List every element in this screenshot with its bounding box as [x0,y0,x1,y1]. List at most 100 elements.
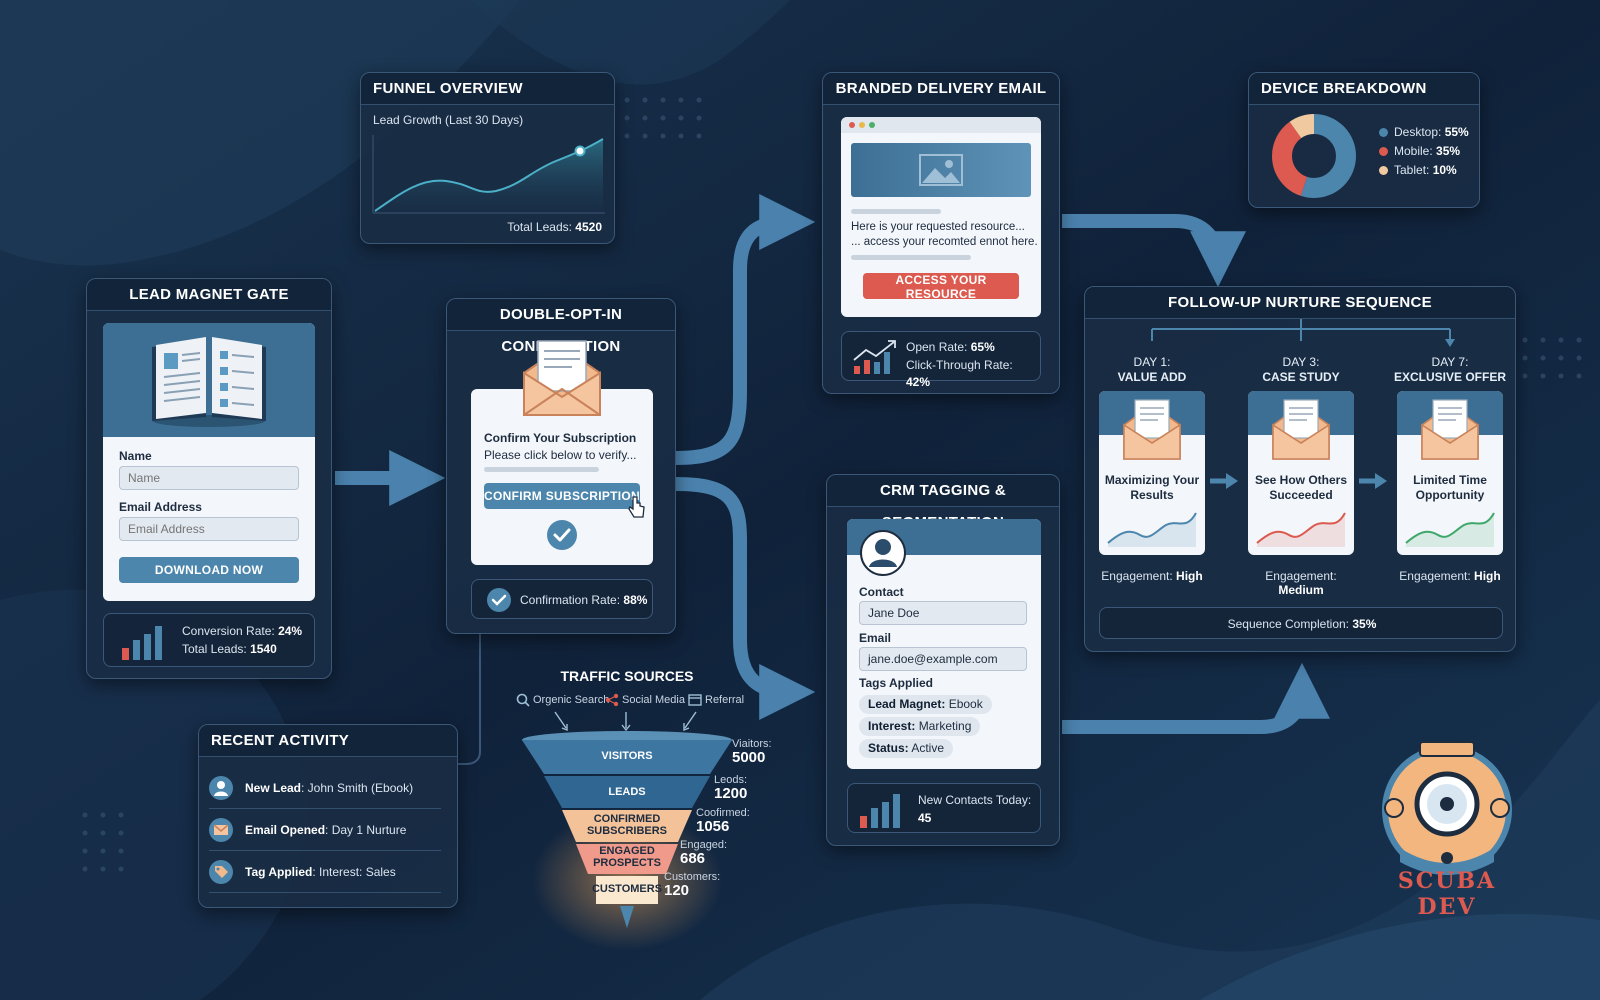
activity-type: Tag Applied [245,865,313,879]
legend-label: Tablet: [1394,163,1430,177]
lead-magnet-total: Total Leads: 1540 [182,642,277,656]
window-dot-red [849,122,855,128]
funnel-stage-label: Engaged: [680,839,728,851]
funnel-stage-value: 120 [664,882,690,899]
contact-label: Contact [859,585,904,599]
engagement-level: Engagement: Medium [1241,569,1361,597]
activity-type: New Lead [245,781,302,795]
conversion-funnel-graphic [522,731,732,950]
engagement-level: Engagement: High [1390,569,1510,583]
source-organic: Orgenic Search [533,694,610,706]
email-address-input[interactable] [119,517,299,541]
step-arrow-2 [1359,473,1387,489]
tag-key: Status: [868,741,909,755]
tags-applied-label: Tags Applied [859,676,934,690]
activity-item[interactable]: New Lead: John Smith (Ebook) [209,767,441,809]
tag-value: Active [911,741,945,755]
engagement-sparkline [1107,512,1197,547]
legend-value: 55% [1444,125,1469,139]
activity-item[interactable]: Tag Applied: Interest: Sales [209,851,441,893]
funnel-stage-value: 1200 [714,785,748,802]
confirm-subscription-button[interactable]: CONFIRM SUBSCRIPTION [484,483,640,509]
bar-chart-icon [860,794,900,828]
donut-slice-2 [1272,114,1356,198]
lead-magnet-conversion: Conversion Rate: 24% [182,624,303,638]
new-contacts-value: 45 [918,811,932,825]
card-title: Maximizing Your Results [1104,473,1200,502]
source-referral: Referral [705,694,745,706]
name-input[interactable] [119,466,299,490]
tag-icon [209,860,233,884]
access-resource-button[interactable]: ACCESS YOUR RESOURCE [863,273,1019,301]
engagement-sparkline [1405,512,1495,547]
tag-value: Marketing [918,719,972,733]
step-name: EXCLUSIVE OFFER [1393,370,1506,384]
download-now-button[interactable]: DOWNLOAD NOW [119,557,299,583]
scuba-dev-logo [1382,741,1512,875]
branded-email-title: BRANDED DELIVERY EMAIL [823,73,1059,105]
crm-tag[interactable]: Status: Active [859,739,954,758]
funnel-stage-metric: Coofirmed:1056 [696,807,750,834]
traffic-sources-title: TRAFFIC SOURCES [560,668,694,684]
step-day: DAY 3: [1282,355,1320,369]
legend-label: Mobile: [1394,144,1433,158]
funnel-stage-label: Viaitors: [732,738,772,750]
branded-email-panel: BRANDED DELIVERY EMAIL Here is your requ… [822,72,1060,394]
funnel-stage-metric: Customers:120 [664,871,720,899]
funnel-stage-metric: Viaitors:5000 [732,738,772,766]
envelope-icon [1123,399,1181,460]
confirm-text: Please click below to verify... [484,448,637,462]
email-line-2: ... access your recomted ennot here. [851,236,1038,248]
double-opt-in-panel: DOUBLE-OPT-IN CONFIRMATION Confirm Your … [446,298,676,634]
check-circle-icon [547,520,577,550]
sequence-step-header: DAY 3:CASE STUDY [1238,355,1364,385]
click-through-rate: Click-Through Rate: 42% [906,358,1013,389]
window-dot-yellow [859,122,865,128]
funnel-stage-name: ENGAGED PROSPECTS [593,845,661,869]
activity-detail: : Day 1 Nurture [325,823,407,837]
magnifier-icon [516,693,530,707]
device-breakdown-panel: DEVICE BREAKDOWN Desktop: 55%Mobile: 35%… [1248,72,1480,208]
sequence-email-card[interactable]: Limited Time Opportunity [1397,391,1503,555]
activity-detail: : Interest: Sales [312,865,396,879]
confirmation-card: Confirm Your Subscription Please click b… [471,389,653,565]
funnel-stage-value: 5000 [732,749,766,766]
lead-magnet-form: Name Email Address DOWNLOAD NOW [103,323,315,601]
ebook-banner [103,323,315,437]
open-rate: Open Rate: 65% [906,340,995,354]
branded-email-metrics: Open Rate: 65% Click-Through Rate: 42% [841,331,1041,389]
referral-icon [688,694,702,706]
lead-growth-chart [372,135,605,214]
cursor-hand-icon [628,496,645,518]
sequence-email-card[interactable]: Maximizing Your Results [1099,391,1205,555]
contact-card: Contact Jane Doe Email jane.doe@example.… [847,519,1041,769]
sequence-email-card[interactable]: See How Others Succeeded [1248,391,1354,555]
legend-item-2: Tablet: 10% [1379,163,1457,177]
email-line-1: Here is your requested resource... [851,221,1025,233]
legend-value: 10% [1432,163,1457,177]
funnel-overview-subtitle: Lead Growth (Last 30 Days) [373,113,524,127]
confirmation-metrics: Confirmation Rate: 88% [471,579,653,619]
tag-value: Ebook [948,697,983,711]
activity-text: Email Opened: Day 1 Nurture [245,823,406,837]
email-address-label: Email Address [119,500,202,514]
bar-chart-icon [122,626,162,660]
legend-dot [1379,128,1388,137]
recent-activity-panel: RECENT ACTIVITY New Lead: John Smith (Eb… [198,724,458,908]
email-heading-line [851,209,941,214]
contact-name-field[interactable]: Jane Doe [859,601,1027,625]
device-donut-chart [1272,114,1356,198]
funnel-stage-name: LEADS [608,786,646,798]
contact-email-field[interactable]: jane.doe@example.com [859,647,1027,671]
sequence-branch-lines [1151,319,1455,347]
confirmation-rate: Confirmation Rate: 88% [520,593,648,607]
legend-value: 35% [1436,144,1461,158]
envelope-icon [209,818,233,842]
activity-text: Tag Applied: Interest: Sales [245,865,396,879]
activity-item[interactable]: Email Opened: Day 1 Nurture [209,809,441,851]
legend-item-1: Mobile: 35% [1379,144,1460,158]
check-icon [487,588,511,612]
crm-tag[interactable]: Interest: Marketing [859,717,981,736]
envelope-icon [523,340,601,416]
crm-tag[interactable]: Lead Magnet: Ebook [859,695,992,714]
